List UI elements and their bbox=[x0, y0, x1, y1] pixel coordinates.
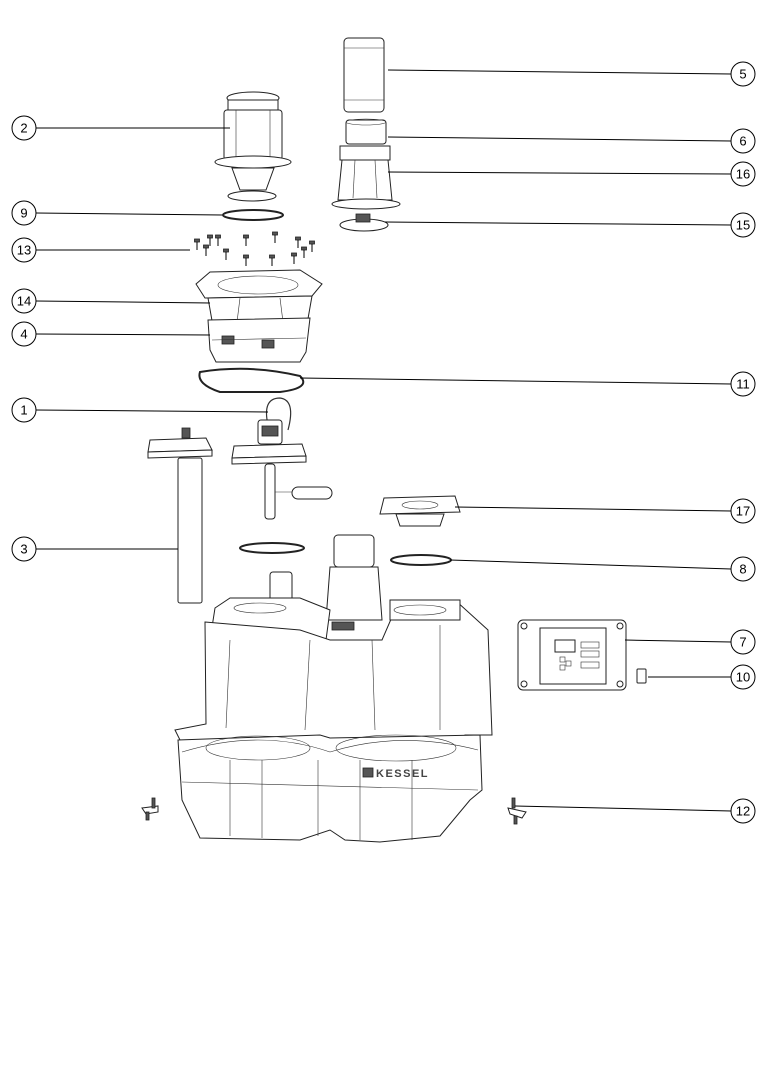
callout: 15 bbox=[384, 212, 756, 238]
screw bbox=[291, 252, 297, 264]
callout: 10 bbox=[648, 664, 756, 690]
part-8-seal-ring-left bbox=[239, 542, 305, 554]
callout-number: 14 bbox=[17, 294, 31, 309]
callout-number: 12 bbox=[736, 804, 750, 819]
kessel-logo-mark bbox=[362, 767, 374, 778]
leader-line bbox=[35, 300, 211, 304]
leader-line bbox=[387, 69, 732, 75]
part-4-pump-base bbox=[207, 317, 311, 363]
part-17-cover-plate bbox=[379, 495, 461, 527]
part-12-bracket-right bbox=[507, 797, 527, 825]
part-13-screws bbox=[194, 231, 315, 266]
callout-number: 6 bbox=[739, 134, 746, 149]
callout-circle bbox=[11, 536, 37, 562]
callout-circle bbox=[730, 664, 756, 690]
leader-line bbox=[514, 805, 732, 812]
part-1-float-switch bbox=[231, 397, 333, 520]
callout: 11 bbox=[299, 371, 756, 397]
screw bbox=[301, 246, 307, 258]
callout-circle bbox=[730, 798, 756, 824]
callout-number: 4 bbox=[20, 327, 27, 342]
callout-number: 11 bbox=[736, 377, 750, 392]
callout-circle bbox=[730, 629, 756, 655]
leader-line bbox=[35, 409, 269, 413]
part-2-motor bbox=[214, 91, 292, 202]
callout: 17 bbox=[454, 498, 756, 524]
screw bbox=[309, 240, 315, 252]
callout-circle bbox=[11, 288, 37, 314]
callout-circle bbox=[730, 61, 756, 87]
callout-circle bbox=[730, 212, 756, 238]
part-5-cylinder bbox=[343, 37, 385, 113]
screw bbox=[295, 236, 301, 248]
callout-circle bbox=[11, 321, 37, 347]
callout: 13 bbox=[11, 237, 190, 263]
callout-number: 17 bbox=[736, 504, 750, 519]
leader-line bbox=[35, 212, 223, 216]
callout-number: 15 bbox=[736, 218, 750, 233]
leader-line bbox=[35, 333, 211, 336]
callout-circle bbox=[730, 371, 756, 397]
screw bbox=[272, 231, 278, 243]
callout: 3 bbox=[11, 536, 178, 562]
part-11-gasket bbox=[198, 367, 305, 393]
callout-circle bbox=[11, 397, 37, 423]
part-10-battery bbox=[636, 668, 647, 684]
leader-line bbox=[387, 136, 732, 142]
leader-line bbox=[299, 377, 732, 385]
callout-number: 7 bbox=[739, 635, 746, 650]
callout-number: 13 bbox=[17, 243, 31, 258]
callout-number: 1 bbox=[20, 403, 27, 418]
leader-line bbox=[387, 171, 732, 175]
callout: 16 bbox=[387, 161, 756, 187]
screw bbox=[243, 234, 249, 246]
callout: 4 bbox=[11, 321, 211, 347]
callout-circle bbox=[11, 237, 37, 263]
part-9-seal-ring bbox=[222, 209, 284, 221]
callout: 8 bbox=[449, 556, 756, 582]
part-6-sleeve bbox=[345, 118, 387, 145]
screw bbox=[194, 238, 200, 250]
callout: 6 bbox=[387, 128, 756, 154]
callout: 1 bbox=[11, 397, 269, 423]
leader-line bbox=[449, 559, 732, 570]
part-7-control-unit bbox=[517, 619, 627, 691]
callout-circle bbox=[11, 115, 37, 141]
collecting-tank: KESSEL bbox=[174, 534, 493, 843]
callout-number: 9 bbox=[20, 206, 27, 221]
callout-number: 10 bbox=[736, 670, 750, 685]
screw bbox=[207, 234, 213, 246]
part-15-impeller bbox=[339, 213, 389, 232]
callout-circle bbox=[730, 161, 756, 187]
callout-number: 2 bbox=[20, 121, 27, 136]
leader-line bbox=[384, 221, 732, 226]
callout: 5 bbox=[387, 61, 756, 87]
leader-line bbox=[624, 639, 732, 643]
part-8-seal-ring-right bbox=[390, 554, 452, 566]
screw bbox=[203, 244, 209, 256]
callout-circle bbox=[730, 498, 756, 524]
callout-number: 8 bbox=[739, 562, 746, 577]
part-3-pipe-assembly bbox=[147, 427, 213, 604]
callout: 14 bbox=[11, 288, 211, 314]
part-16-pump-housing bbox=[331, 145, 401, 210]
callout-number: 16 bbox=[736, 167, 750, 182]
callout: 7 bbox=[624, 629, 756, 655]
callout-circle bbox=[11, 200, 37, 226]
callout-number: 3 bbox=[20, 542, 27, 557]
screw bbox=[223, 248, 229, 260]
screw bbox=[215, 234, 221, 246]
leader-line bbox=[454, 506, 732, 512]
kessel-logo-text: KESSEL bbox=[376, 768, 429, 780]
part-12-bracket-left bbox=[141, 797, 159, 821]
callout: 9 bbox=[11, 200, 223, 226]
callout-number: 5 bbox=[739, 67, 746, 82]
callout-circle bbox=[730, 556, 756, 582]
screw bbox=[243, 254, 249, 266]
callout: 12 bbox=[514, 798, 756, 824]
screw bbox=[269, 254, 275, 266]
callout: 2 bbox=[11, 115, 230, 141]
callout-circle bbox=[730, 128, 756, 154]
